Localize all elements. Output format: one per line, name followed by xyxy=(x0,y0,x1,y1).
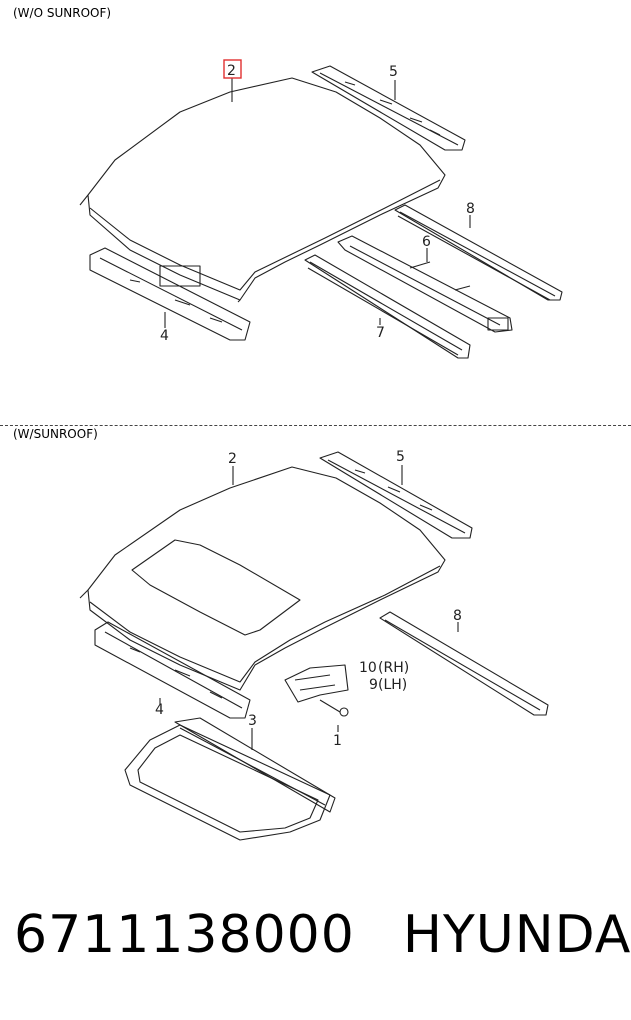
rear-rail-part-4-bottom xyxy=(94,621,251,719)
roof-bow-part-6 xyxy=(337,235,513,333)
rear-rail-part-4 xyxy=(89,247,251,341)
section-title-with-sunroof: (W/SUNROOF) xyxy=(13,427,98,441)
highlight-box-part-2 xyxy=(223,59,242,79)
footer-caption: 6711138000 HYUNDAI xyxy=(14,905,631,965)
callout-5-bottom: 5 xyxy=(396,449,405,465)
callout-6-top: 6 xyxy=(422,234,431,250)
callout-3: 3 xyxy=(248,713,257,729)
callout-1: 1 xyxy=(333,733,342,749)
sunroof-opening xyxy=(131,539,301,636)
callout-4-bottom: 4 xyxy=(155,702,164,718)
rail-part-7 xyxy=(304,254,471,359)
bracket-part-9-10 xyxy=(284,664,349,703)
callout-7-top: 7 xyxy=(376,325,385,341)
front-rail-part-5 xyxy=(311,65,466,151)
callout-4-top: 4 xyxy=(160,328,169,344)
screw-part-1 xyxy=(319,699,349,717)
sunroof-frame-part-3 xyxy=(124,717,336,841)
rail-part-8-bottom xyxy=(379,611,549,716)
callout-2-bottom: 2 xyxy=(228,451,237,467)
section-divider xyxy=(0,425,631,426)
part-number: 6711138000 xyxy=(14,905,355,965)
callout-10: 10 xyxy=(359,660,377,676)
callout-lh: (LH) xyxy=(378,677,407,693)
callout-8-bottom: 8 xyxy=(453,608,462,624)
rail-part-8 xyxy=(394,204,563,301)
callout-5-top: 5 xyxy=(389,64,398,80)
callout-9: 9 xyxy=(369,677,378,693)
callout-2-top: 2 xyxy=(227,63,236,79)
callout-rh: (RH) xyxy=(378,660,409,676)
front-rail-part-5-bottom xyxy=(319,451,473,539)
section-title-without-sunroof: (W/O SUNROOF) xyxy=(13,6,112,20)
callout-8-top: 8 xyxy=(466,201,475,217)
roof-panel-bottom xyxy=(79,466,446,691)
roof-panel-top xyxy=(79,77,446,303)
brand-name: HYUNDAI xyxy=(402,905,631,965)
